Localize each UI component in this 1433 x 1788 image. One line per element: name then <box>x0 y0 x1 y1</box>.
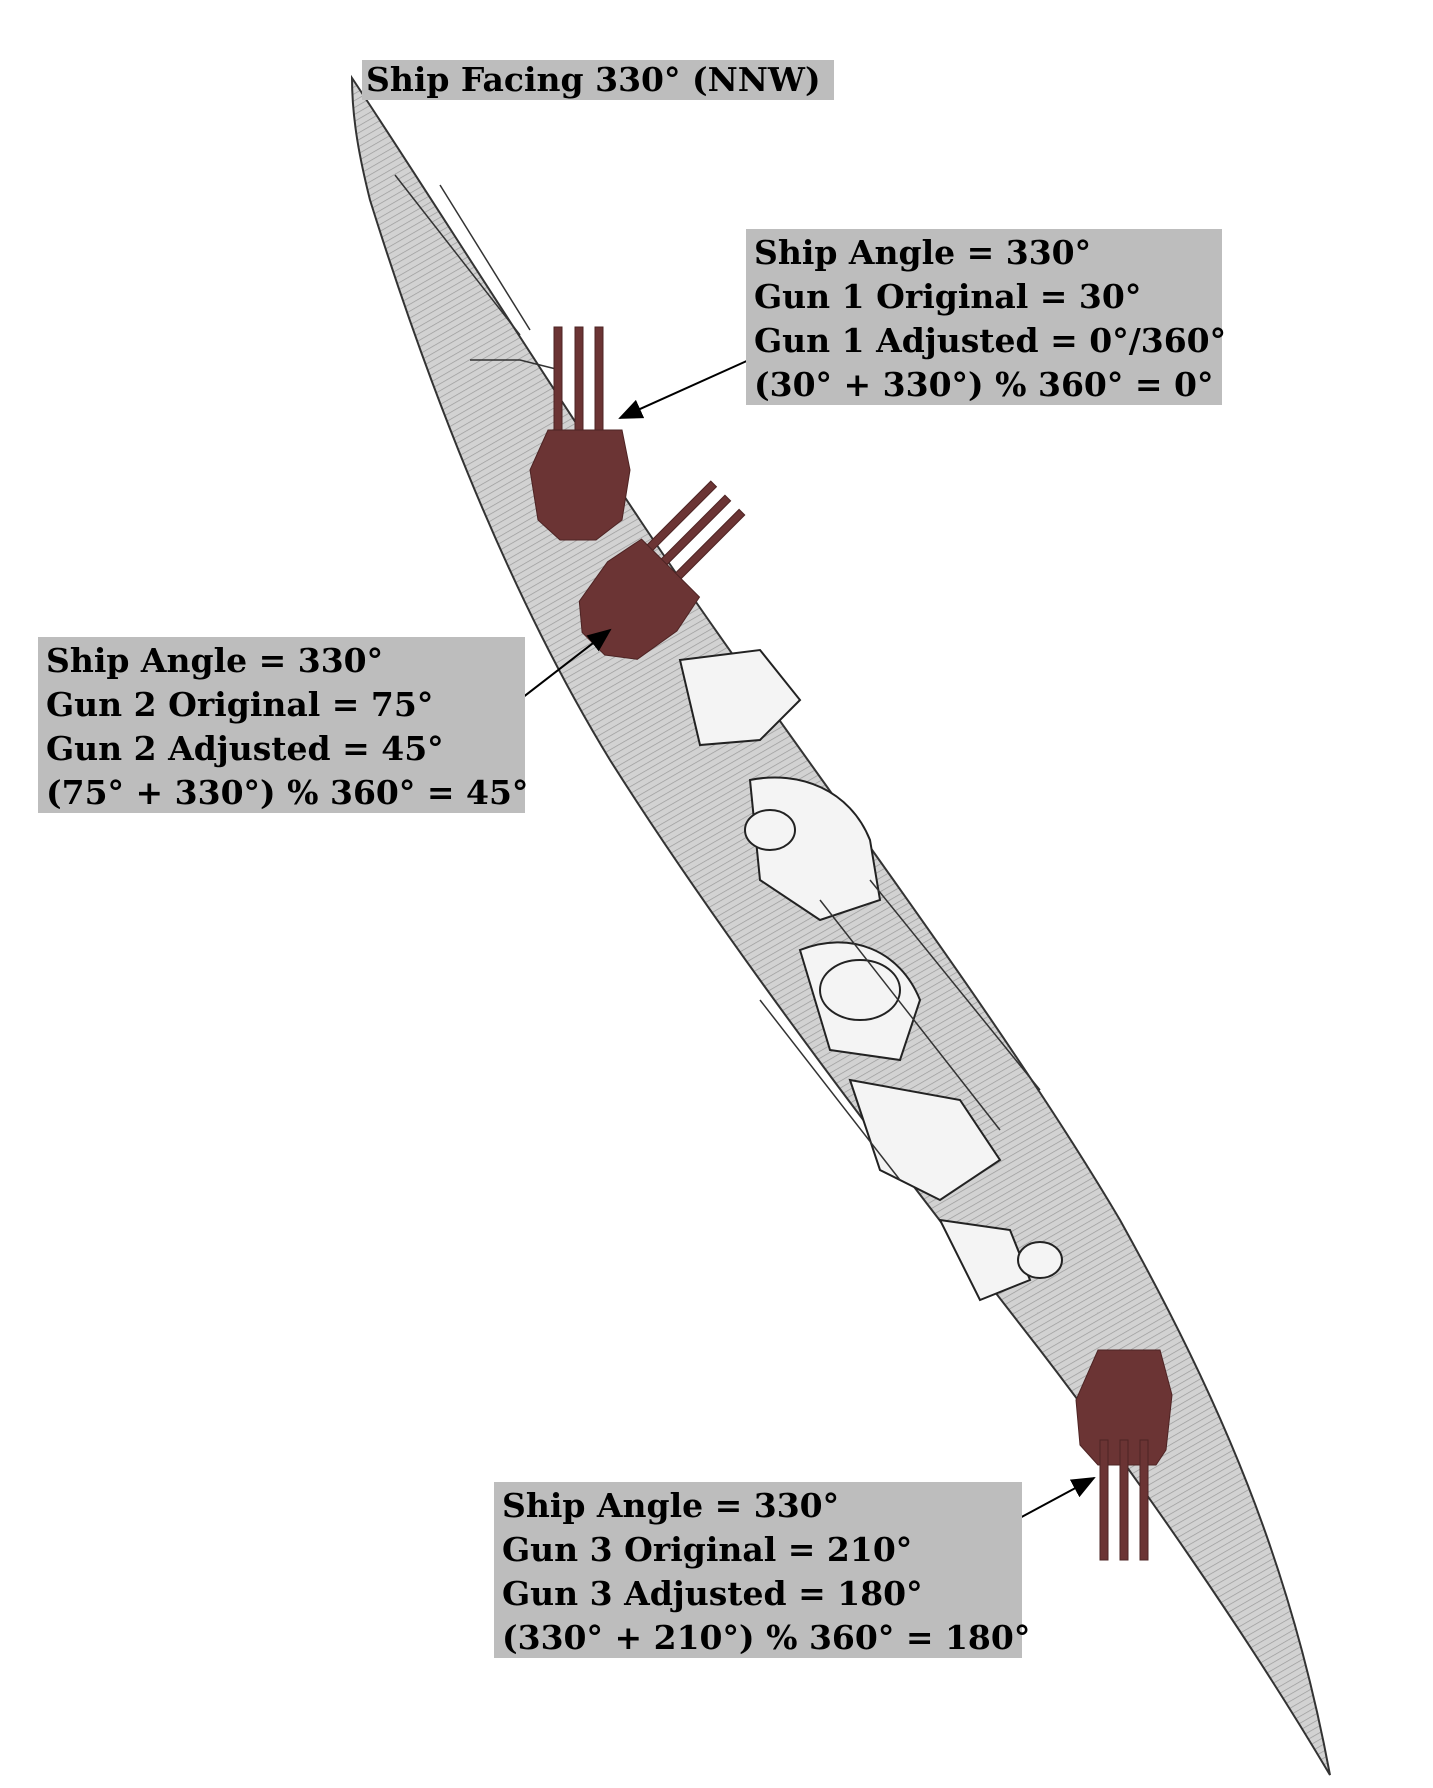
arrow-gun-1 <box>618 354 761 419</box>
gun-2-ship-angle: Ship Angle = 330° <box>46 641 384 680</box>
gun-2-formula: (75° + 330°) % 360° = 45° <box>46 773 529 812</box>
gun-3-formula: (330° + 210°) % 360° = 180° <box>502 1618 1031 1657</box>
gun-3-callout: Ship Angle = 330° Gun 3 Original = 210° … <box>494 1482 1031 1658</box>
gun-1-ship-angle: Ship Angle = 330° <box>754 233 1092 272</box>
diagram-title: Ship Facing 330° (NNW) <box>362 60 834 100</box>
gun-3-original: Gun 3 Original = 210° <box>502 1530 913 1569</box>
gun-1-formula: (30° + 330°) % 360° = 0° <box>754 365 1214 404</box>
superstructure <box>678 648 1063 1302</box>
gun-1-callout: Ship Angle = 330° Gun 1 Original = 30° G… <box>746 229 1227 405</box>
gun-1-original: Gun 1 Original = 30° <box>754 277 1142 316</box>
gun-2-adjusted: Gun 2 Adjusted = 45° <box>46 729 444 768</box>
deck-detail-lines <box>394 174 1041 1181</box>
turret-3 <box>1075 1349 1173 1561</box>
gun-1-adjusted: Gun 1 Adjusted = 0°/360° <box>754 321 1227 360</box>
gun-3-adjusted: Gun 3 Adjusted = 180° <box>502 1574 923 1613</box>
turret-1 <box>529 326 631 541</box>
gun-2-original: Gun 2 Original = 75° <box>46 685 434 724</box>
gun-3-ship-angle: Ship Angle = 330° <box>502 1486 840 1525</box>
gun-2-callout: Ship Angle = 330° Gun 2 Original = 75° G… <box>38 637 529 813</box>
